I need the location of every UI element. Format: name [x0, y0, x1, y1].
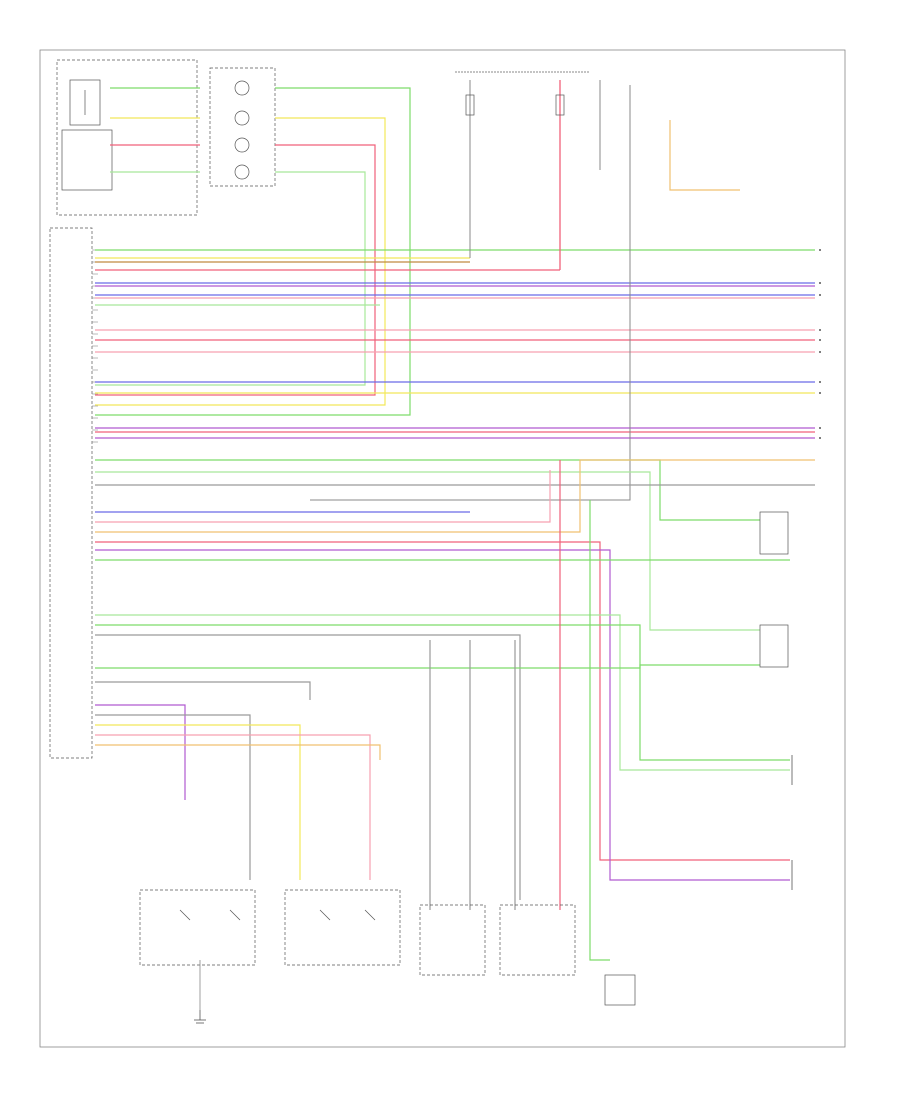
fuse-block-terminal: [234, 110, 250, 126]
indicator-lamp-box: [69, 79, 101, 126]
srs-control-unit: [49, 227, 93, 759]
driver-side-impact-sensor: [759, 511, 789, 555]
fuse-block-terminal: [234, 80, 250, 96]
fuse-block: [209, 67, 276, 187]
bottom-drops: [95, 460, 610, 961]
srs-pin-stubs: [92, 249, 98, 443]
srs-main-wires: [95, 249, 815, 439]
top-module-wires: [95, 87, 411, 416]
switch-contacts: [179, 909, 376, 921]
passenger-side-airbag-module: [499, 904, 576, 976]
fuse-block-terminal: [234, 137, 250, 153]
passenger-buckle-switch: [284, 889, 401, 966]
occupant-sensor: [604, 974, 636, 1006]
driver-buckle-switch: [139, 889, 256, 966]
fuse-symbol: [465, 94, 475, 116]
switch-box: [61, 129, 113, 191]
fuse-symbol: [555, 94, 565, 116]
wire-lightgreen: [95, 171, 366, 386]
passenger-side-impact-sensor: [759, 624, 789, 668]
power-feed: [310, 71, 740, 501]
indicator-module-box: [56, 59, 198, 216]
fuse-block-terminal: [234, 164, 250, 180]
driver-side-airbag-module: [419, 904, 486, 976]
wire-green: [95, 87, 411, 416]
ground-symbol: [194, 1010, 206, 1024]
lower-wires: [95, 459, 815, 900]
right-terminals: [819, 249, 821, 439]
diagram-frame: [39, 49, 846, 1048]
